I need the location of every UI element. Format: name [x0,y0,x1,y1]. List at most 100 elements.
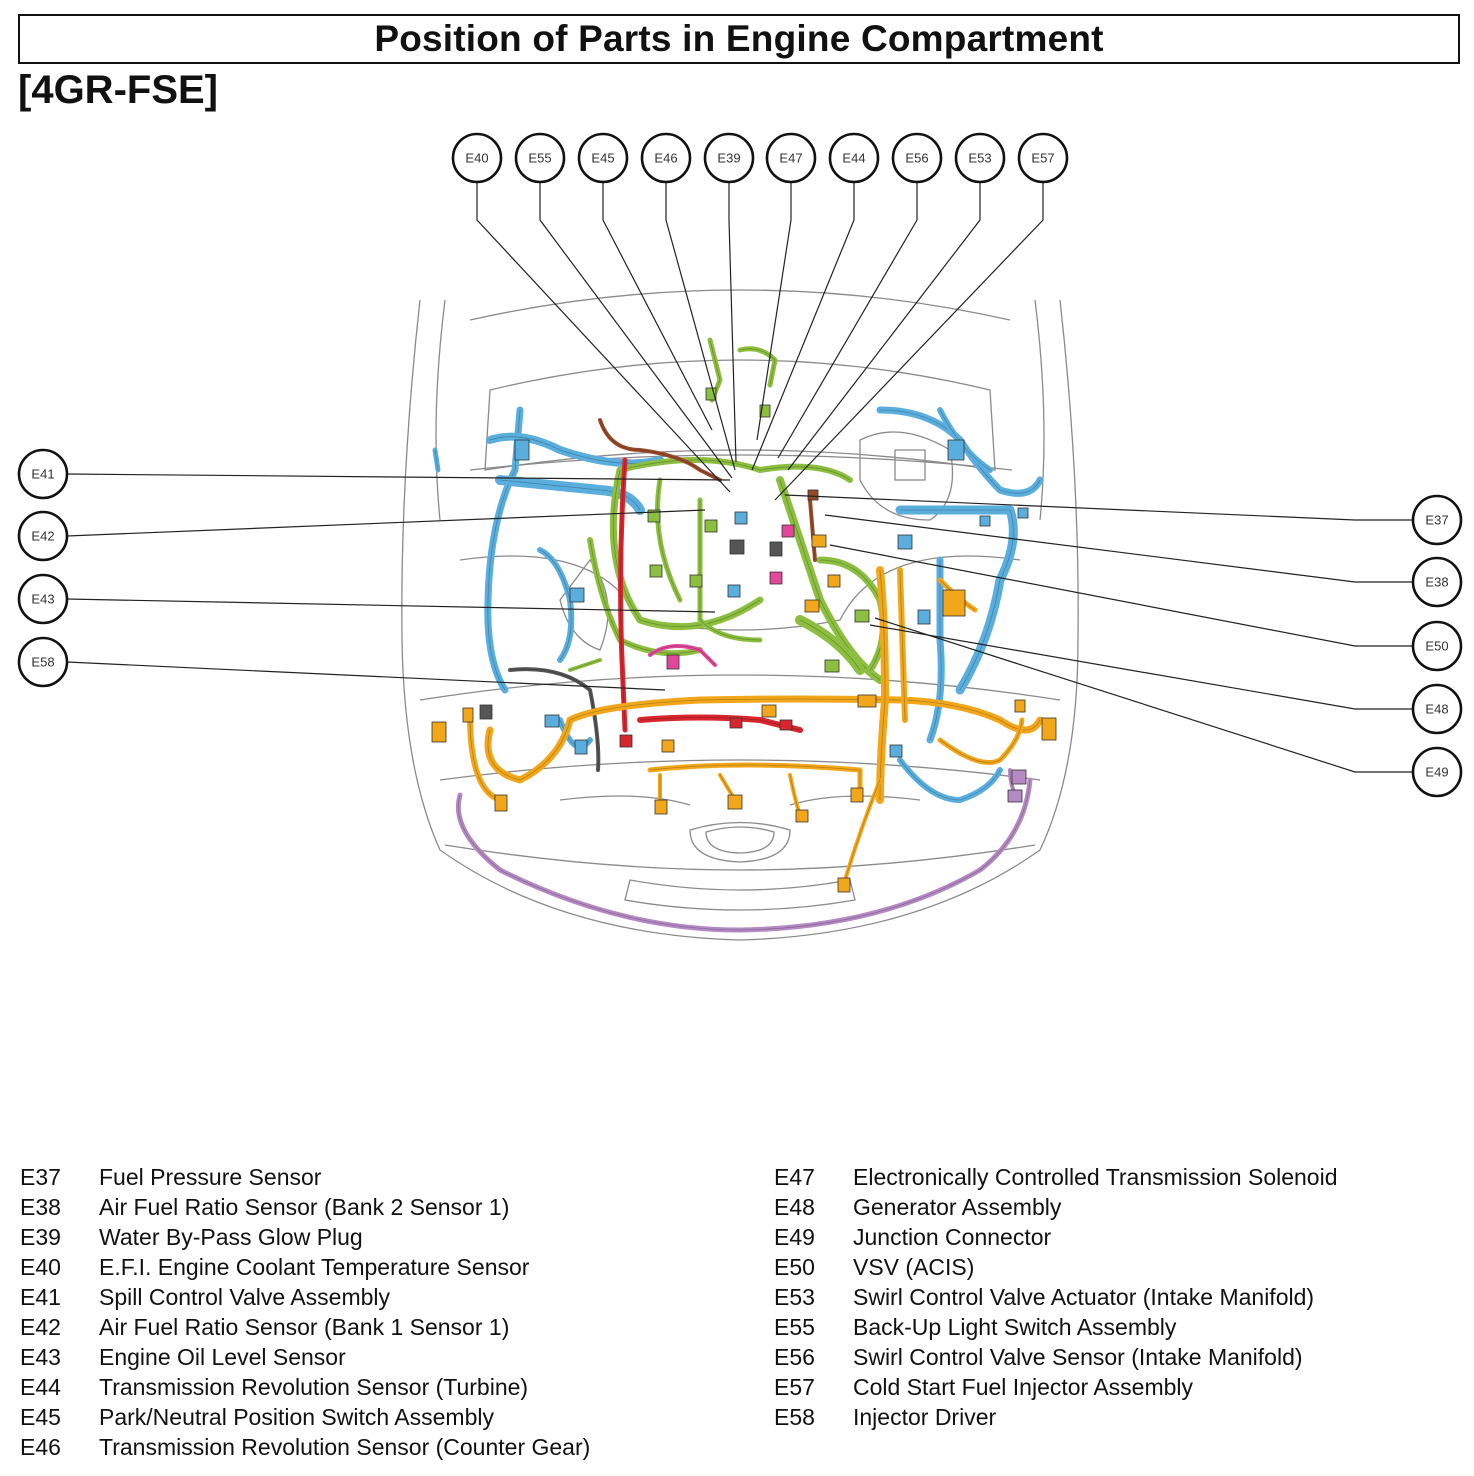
orange-harness-edge [844,779,881,881]
brown-harness-edge [599,419,721,481]
callout-label: E56 [905,151,928,166]
callout-e41: E41 [17,448,69,500]
green-harness-edge [799,619,861,671]
callout-label: E55 [528,151,551,166]
green-harness-edge [739,348,776,386]
brown-harness-edge [809,499,816,561]
leader-line [784,494,1413,521]
page-title-text: Position of Parts in Engine Compartment [374,18,1104,59]
green-harness [737,346,778,388]
connector-block [779,719,793,731]
leader-line [66,598,716,613]
connector-block [729,539,745,555]
callout-e55: E55 [514,132,566,184]
green-harness [568,658,602,672]
purple-harness [455,777,1033,933]
callout-e47: E47 [765,132,817,184]
blue-harness [897,757,1003,803]
body-outline-line [859,431,954,521]
connector-block [727,794,743,810]
red-harness [637,714,803,733]
green-harness [795,615,865,675]
callout-label: E49 [1425,765,1448,780]
callout-label: E50 [1425,639,1448,654]
connector-block [619,734,633,748]
connector-block [947,439,965,461]
callout-label: E47 [779,151,802,166]
blue-harness [484,406,524,694]
legend-code: E43 [20,1344,61,1370]
legend-code: E39 [20,1224,61,1250]
connector-block [837,877,851,893]
orange-harness-edge [899,569,906,721]
callout-e57: E57 [1017,132,1069,184]
blue-harness [937,407,993,473]
body-outline-line [789,795,921,806]
body-outline-line [439,759,1041,781]
leader-line [829,544,1413,647]
legend-description: E.F.I. Engine Coolant Temperature Sensor [99,1254,530,1280]
connector-block [769,571,783,585]
connector-block [1014,699,1026,713]
callout-circle [1411,620,1463,672]
red-harness-edge [639,717,801,731]
orange-harness [467,712,503,803]
connector-block [795,809,809,823]
leader-lines [66,182,1413,773]
green-harness [617,457,853,483]
legend-code: E50 [774,1254,815,1280]
body-outline-line [689,821,791,863]
green-harness [655,477,683,603]
callout-e42: E42 [17,510,69,562]
legend-code: E58 [774,1404,815,1430]
legend-description: Spill Control Valve Assembly [99,1284,391,1310]
legend-code: E49 [774,1224,815,1250]
legend-description: Transmission Revolution Sensor (Turbine) [99,1374,529,1400]
connector-block [574,739,588,755]
connector-block [494,794,508,812]
legend-code: E47 [774,1164,815,1190]
blue-harness-edge [487,409,521,691]
callout-label: E40 [465,151,488,166]
callout-circle [1411,683,1463,735]
leader-line [665,182,736,471]
green-harness [609,466,764,631]
callout-circle [1411,556,1463,608]
legend-description: Fuel Pressure Sensor [99,1164,322,1190]
callout-e40: E40 [451,132,503,184]
callout-e56: E56 [891,132,943,184]
body-outline-line [469,289,1011,321]
legend-description: Air Fuel Ratio Sensor (Bank 1 Sensor 1) [99,1314,510,1340]
legend-description: Swirl Control Valve Sensor (Intake Manif… [853,1344,1303,1370]
vehicle-body-outline [401,289,1079,941]
callout-circle [514,132,566,184]
wiring-harness [432,337,1044,933]
callout-circle [640,132,692,184]
legend-code: E55 [774,1314,815,1340]
orange-harness-edge [649,764,861,796]
connector-block [761,704,777,718]
legend-description: Swirl Control Valve Actuator (Intake Man… [853,1284,1315,1310]
legend-description: Water By-Pass Glow Plug [99,1224,363,1250]
orange-harness [647,762,863,798]
callout-label: E46 [654,151,677,166]
connector-block [827,574,841,588]
legend-item: E39 Water By-Pass Glow Plug [20,1222,590,1252]
gray-harness-edge [509,668,599,771]
callout-e46: E46 [640,132,692,184]
callout-label: E53 [968,151,991,166]
callout-circle [1411,746,1463,798]
leader-line [777,182,918,459]
blue-harness [895,505,1018,695]
callout-circle [1017,132,1069,184]
connector-block [705,387,717,401]
leader-line [751,182,855,471]
